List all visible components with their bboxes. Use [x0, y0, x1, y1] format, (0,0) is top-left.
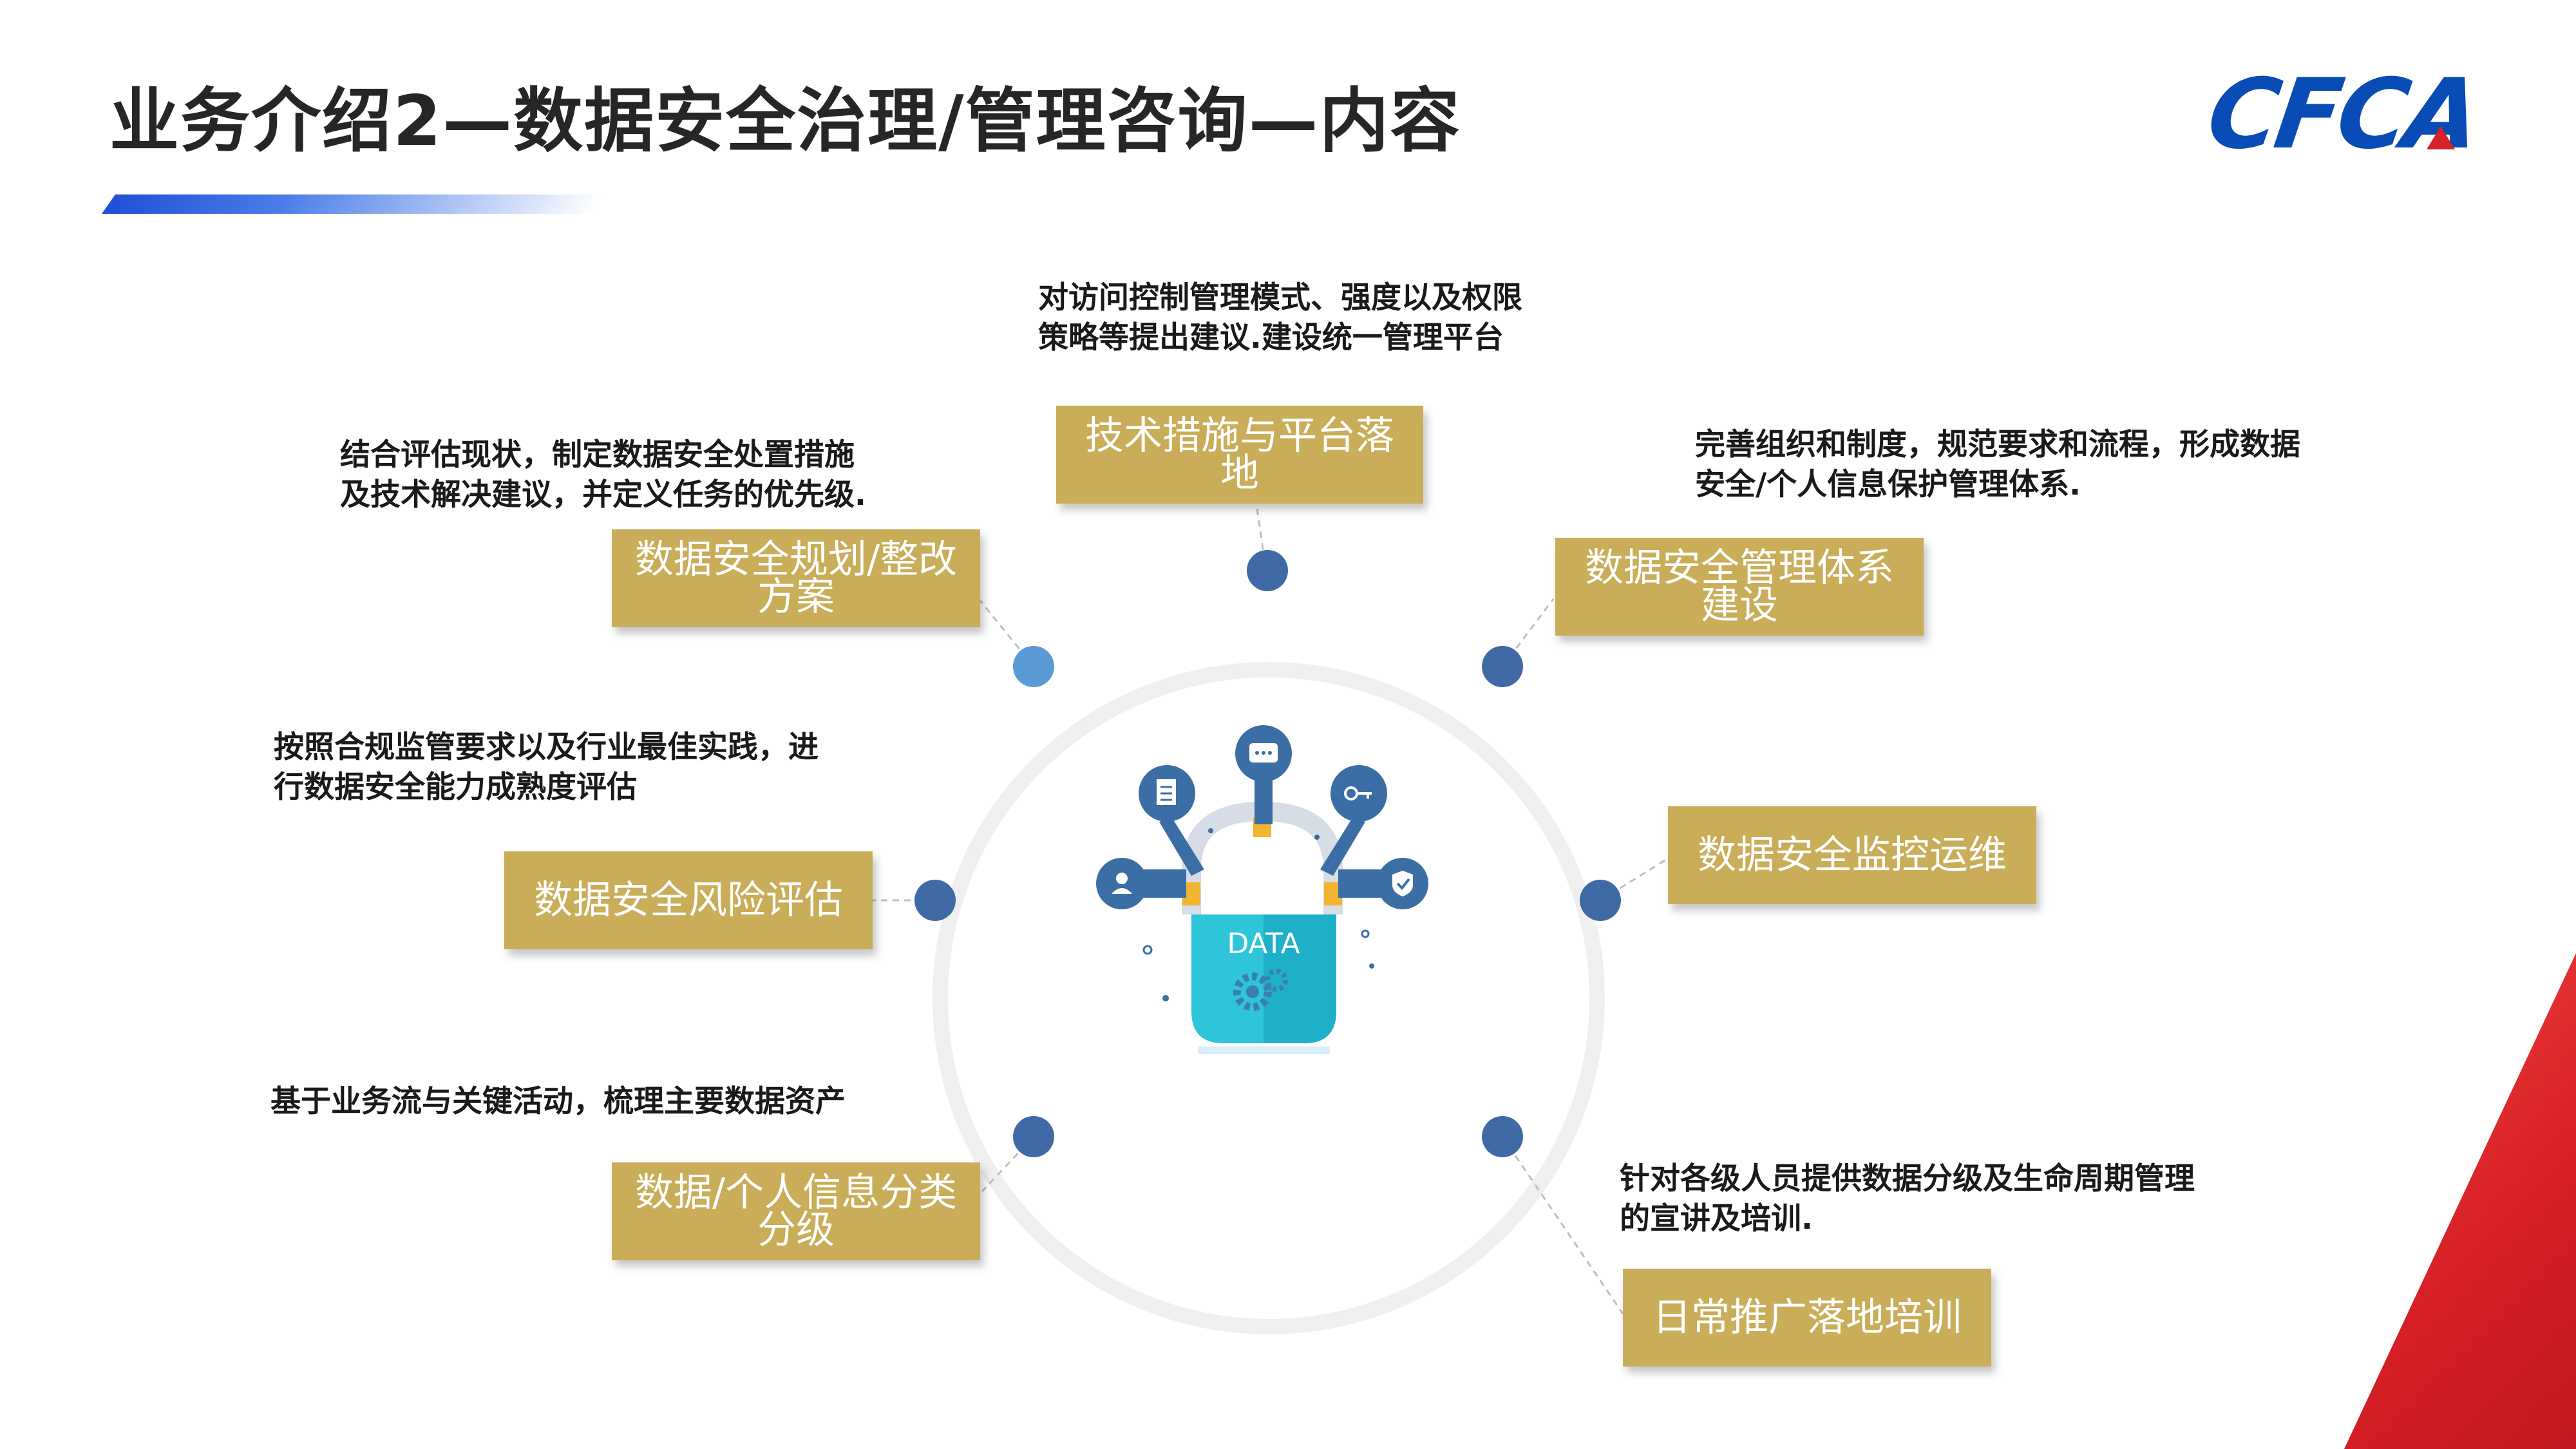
desc-management-system: 完善组织和制度，规范要求和流程，形成数据 安全/个人信息保护管理体系.: [1695, 427, 2300, 502]
node-dot-management-system: [1482, 646, 1523, 687]
user-icon: [1096, 858, 1186, 909]
node-dot-classification: [1013, 1116, 1054, 1157]
box-monitoring-ops: 数据安全监控运维: [1668, 806, 2036, 904]
logo-accent-triangle: [2427, 126, 2455, 149]
box-planning: 数据安全规划/整改 方案: [612, 529, 980, 627]
key-icon: [1320, 765, 1387, 876]
document-icon: [1139, 765, 1204, 876]
node-dot-technical: [1247, 550, 1288, 591]
chat-icon: [1235, 725, 1292, 824]
desc-risk-assessment: 按照合规监管要求以及行业最佳实践，进 行数据安全能力成熟度评估: [274, 730, 819, 805]
shield-check-icon: [1338, 858, 1428, 909]
desc-training: 针对各级人员提供数据分级及生命周期管理 的宣讲及培训.: [1620, 1161, 2195, 1236]
node-dot-planning: [1013, 646, 1054, 687]
box-risk-assessment: 数据安全风险评估: [504, 851, 873, 949]
box-training: 日常推广落地培训: [1623, 1269, 1991, 1367]
node-dot-monitoring: [1580, 880, 1621, 921]
desc-classification: 基于业务流与关键活动，梳理主要数据资产: [270, 1084, 846, 1119]
ring: [933, 662, 1605, 1334]
data-padlock-illustration: DATA: [1096, 725, 1428, 1054]
node-dot-risk-assessment: [914, 880, 956, 921]
node-dot-training: [1482, 1116, 1523, 1157]
center-label: DATA: [1227, 927, 1300, 960]
page-title: 业务介绍2—数据安全治理/管理咨询—内容: [109, 81, 1461, 162]
connector-line: [1501, 1136, 1624, 1314]
desc-planning: 结合评估现状，制定数据安全处置措施 及技术解决建议，并定义任务的优先级.: [340, 437, 866, 513]
box-management-system: 数据安全管理体系 建设: [1555, 538, 1924, 636]
gears-icon: [1233, 969, 1288, 1011]
desc-technical-platform: 对访问控制管理模式、强度以及权限 策略等提出建议.建设统一管理平台: [1038, 280, 1522, 355]
box-technical-platform: 技术措施与平台落地: [1056, 406, 1423, 504]
box-classification: 数据/个人信息分类 分级: [612, 1162, 980, 1260]
